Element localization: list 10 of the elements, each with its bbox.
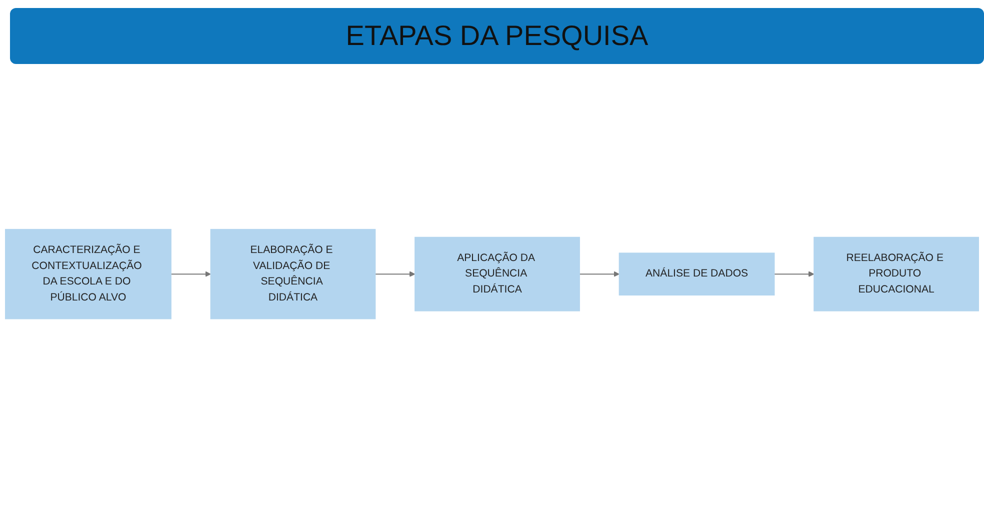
node-box: ELABORAÇÃO E VALIDAÇÃO DE SEQUÊNCIA DIDÁTICA <box>210 228 376 320</box>
arrow <box>170 271 211 277</box>
arrow <box>579 271 620 277</box>
arrow <box>374 271 416 277</box>
node-box: REELABORAÇÃO E PRODUTO EDUCACIONAL <box>814 236 979 312</box>
node-box: APLICAÇÃO DA SEQUÊNCIA DIDÁTICA <box>414 236 580 312</box>
arrow <box>774 271 814 277</box>
node-box: CARACTERIZAÇÃO E CONTEXTUALIZAÇÃO DA ESCOLA E DO PÚBLICO ALVO <box>5 228 172 320</box>
node-box: ANÁLISE DE DADOS <box>618 252 775 296</box>
title-banner: ETAPAS DA PESQUISA <box>10 8 984 64</box>
